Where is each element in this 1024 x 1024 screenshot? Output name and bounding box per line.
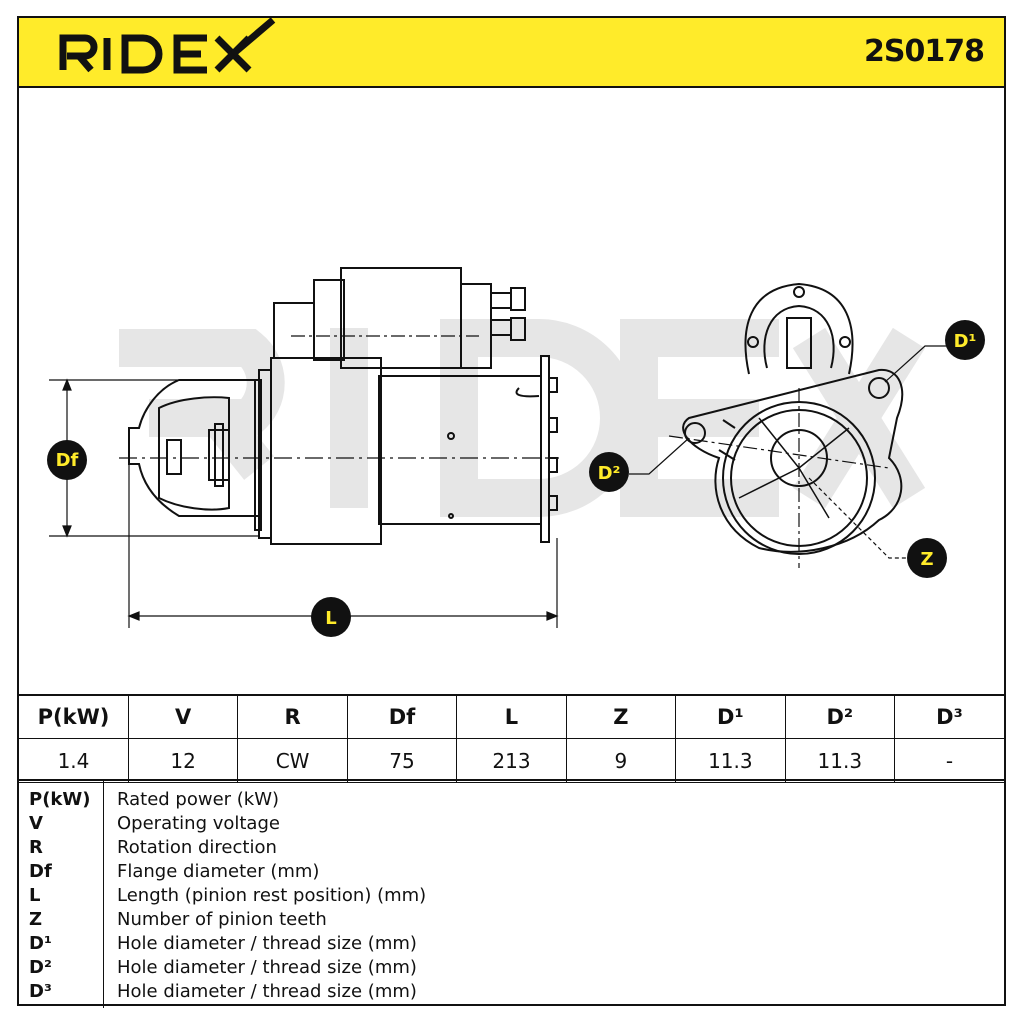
z-leader [808, 477, 907, 559]
spec-header-cell: Df [346, 694, 458, 739]
svg-text:D²: D² [598, 463, 621, 484]
svg-text:D¹: D¹ [954, 331, 977, 352]
spec-header-cell: D³ [894, 694, 1004, 739]
legend-desc: Hole diameter / thread size (mm) [117, 933, 417, 954]
spec-value-row: 1.4 12 CW 75 213 9 11.3 11.3 - [19, 738, 1004, 783]
legend-key: D³ [29, 981, 52, 1002]
legend-desc: Flange diameter (mm) [117, 861, 320, 882]
starter-side-view [119, 267, 559, 545]
watermark-logo [119, 319, 926, 517]
d2-leader [629, 437, 690, 475]
spec-header-cell: Z [565, 694, 677, 739]
legend-key: Z [29, 909, 43, 930]
svg-text:Df: Df [56, 450, 79, 471]
legend-desc: Length (pinion rest position) (mm) [117, 885, 427, 906]
spec-value-cell: 11.3 [675, 738, 786, 783]
legend-divider [103, 781, 104, 1008]
spec-header-cell: P(kW) [19, 694, 129, 739]
spec-header-cell: D¹ [675, 694, 786, 739]
legend-key: Df [29, 861, 52, 882]
legend-key: P(kW) [29, 789, 91, 810]
legend-key: D² [29, 957, 52, 978]
legend-item: D¹ Hole diameter / thread size (mm) [19, 933, 1004, 957]
legend-item: Z Number of pinion teeth [19, 909, 1004, 933]
starter-front-view [668, 282, 904, 568]
legend-desc: Rated power (kW) [117, 789, 280, 810]
spec-header-cell: V [127, 694, 239, 739]
spec-value-cell: 12 [127, 738, 239, 783]
legend-item: R Rotation direction [19, 837, 1004, 861]
z-badge: Z [907, 538, 947, 578]
d2-badge: D² [589, 452, 629, 492]
legend-item: Df Flange diameter (mm) [19, 861, 1004, 885]
spec-value-cell: CW [237, 738, 348, 783]
df-badge: Df [47, 440, 87, 480]
spec-header-cell: R [237, 694, 348, 739]
legend-item: D³ Hole diameter / thread size (mm) [19, 981, 1004, 1005]
d1-badge: D¹ [945, 320, 985, 360]
spec-header-cell: D² [784, 694, 896, 739]
header-bar: 2S0178 [19, 18, 1004, 88]
part-number: 2S0178 [864, 34, 985, 69]
spec-value-cell: 1.4 [19, 738, 129, 783]
spec-value-cell: 213 [456, 738, 567, 783]
legend-desc: Hole diameter / thread size (mm) [117, 981, 417, 1002]
legend-item: L Length (pinion rest position) (mm) [19, 885, 1004, 909]
svg-text:L: L [325, 608, 336, 629]
svg-text:Z: Z [920, 549, 933, 570]
legend: P(kW) Rated power (kW) V Operating volta… [19, 779, 1004, 1008]
legend-desc: Rotation direction [117, 837, 277, 858]
legend-item: V Operating voltage [19, 813, 1004, 837]
l-badge: L [311, 597, 351, 637]
technical-drawing: Df L [47, 267, 985, 637]
spec-header-cell: L [456, 694, 567, 739]
legend-key: L [29, 885, 41, 906]
spec-table: P(kW) V R Df L Z D¹ D² D³ 1.4 12 CW 75 2… [19, 694, 1004, 783]
spec-value-cell: 9 [565, 738, 677, 783]
spec-value-cell: 11.3 [784, 738, 896, 783]
spec-value-cell: - [894, 738, 1004, 783]
spec-header-row: P(kW) V R Df L Z D¹ D² D³ [19, 694, 1004, 739]
legend-desc: Operating voltage [117, 813, 280, 834]
datasheet-frame: 2S0178 [17, 16, 1006, 1008]
legend-key: V [29, 813, 43, 834]
legend-desc: Hole diameter / thread size (mm) [117, 957, 417, 978]
spec-value-cell: 75 [346, 738, 458, 783]
d1-leader [884, 345, 947, 383]
legend-key: R [29, 837, 43, 858]
legend-item: P(kW) Rated power (kW) [19, 789, 1004, 813]
legend-desc: Number of pinion teeth [117, 909, 327, 930]
legend-item: D² Hole diameter / thread size (mm) [19, 957, 1004, 981]
ridex-logo [59, 18, 276, 74]
legend-key: D¹ [29, 933, 52, 954]
